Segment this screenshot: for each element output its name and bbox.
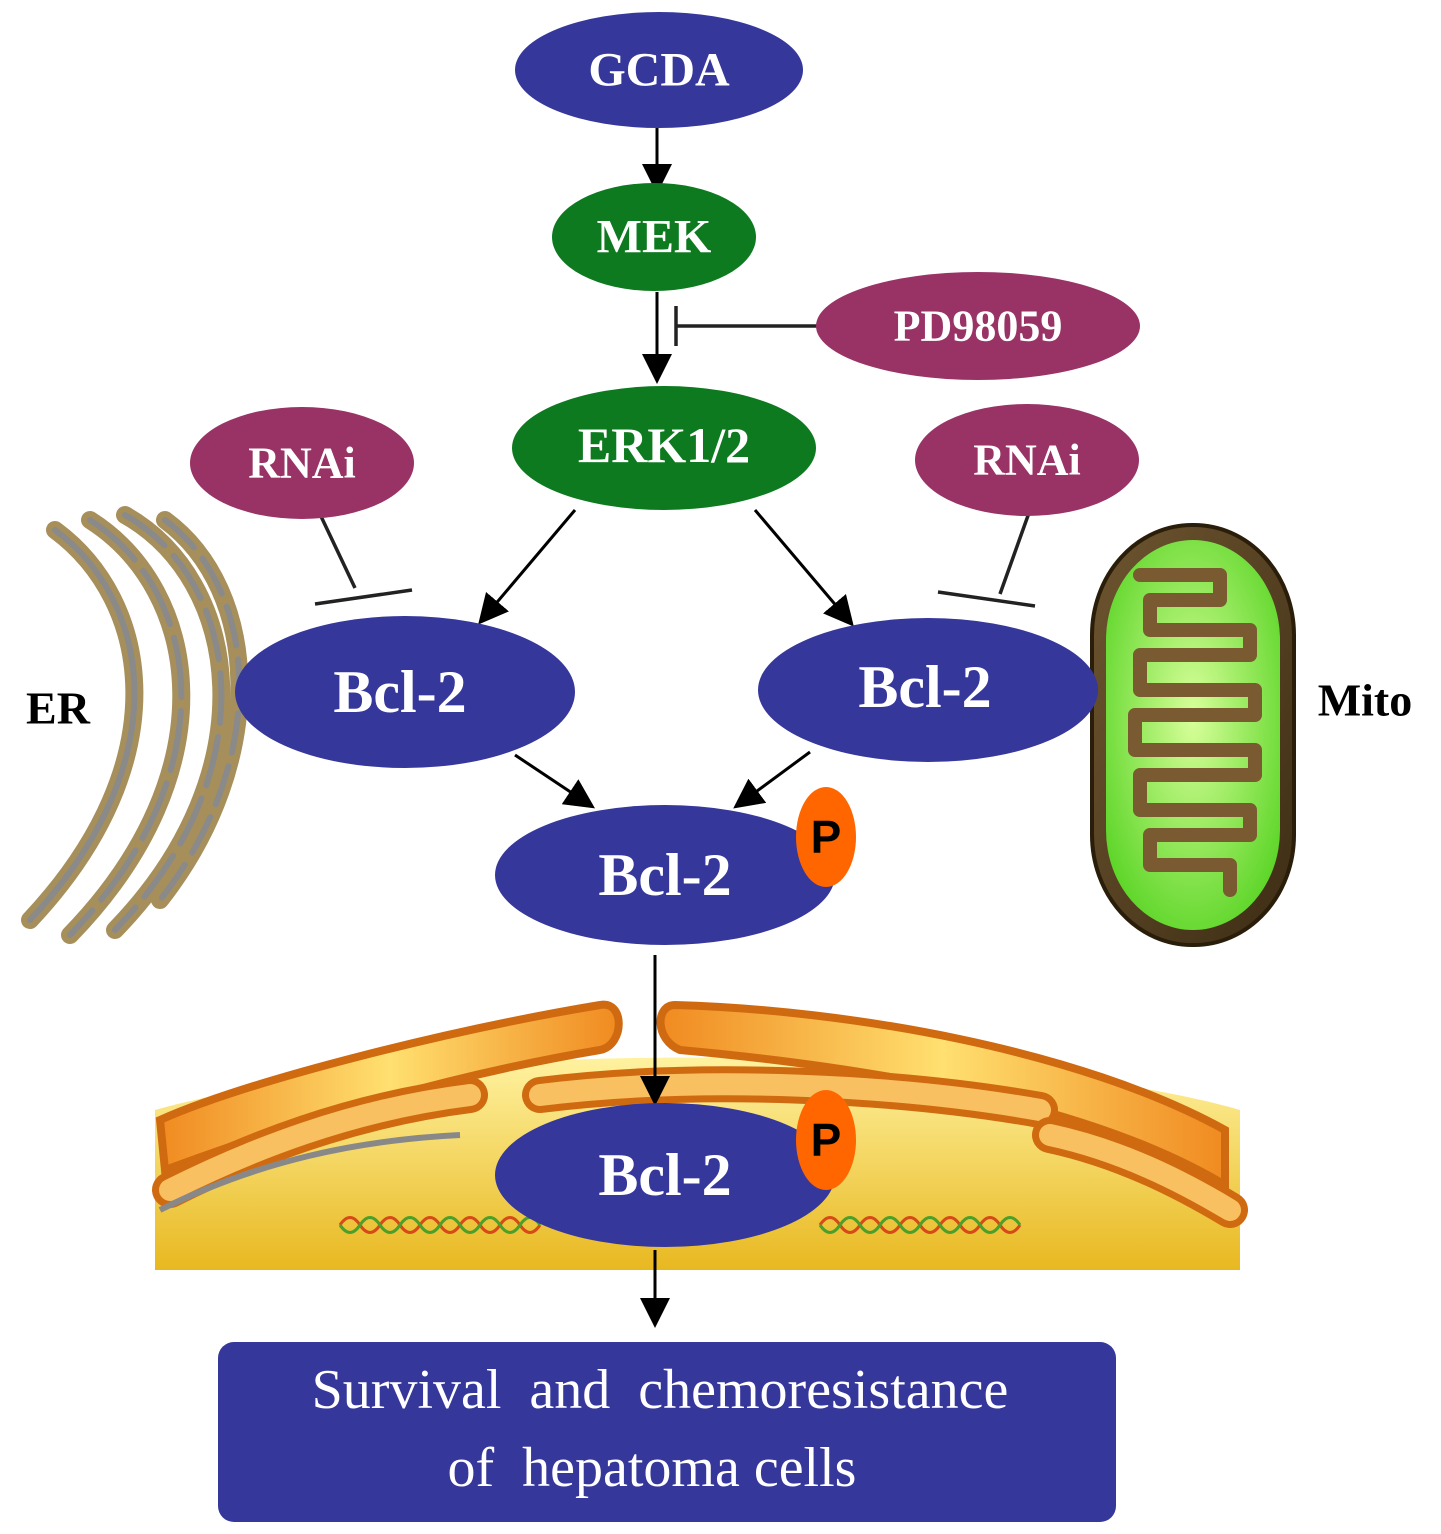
inhibit-line-rnai-left bbox=[316, 509, 357, 589]
node-gcda-label: GCDA bbox=[588, 44, 730, 97]
phospho-badge-2-label: P bbox=[811, 1114, 842, 1166]
er-label: ER bbox=[26, 683, 91, 734]
node-pd98059-label: PD98059 bbox=[894, 302, 1063, 351]
node-rnai-left-label: RNAi bbox=[248, 439, 356, 488]
mitochondrion-organelle bbox=[1090, 523, 1296, 947]
node-bcl2-phospho-label: Bcl-2 bbox=[598, 842, 731, 908]
arrow-erk-to-bcl2-er bbox=[478, 509, 577, 625]
inhibit-bar-rnai-left bbox=[314, 588, 413, 606]
node-mek: MEK bbox=[552, 183, 756, 291]
outcome-box: Survival and chemoresistance of hepatoma… bbox=[218, 1342, 1116, 1522]
node-rnai-right: RNAi bbox=[915, 404, 1139, 516]
node-bcl2-mito-label: Bcl-2 bbox=[858, 654, 991, 720]
inhibit-bar-rnai-right bbox=[937, 590, 1036, 608]
node-mek-label: MEK bbox=[597, 211, 712, 264]
node-bcl2-mito: Bcl-2 bbox=[758, 618, 1098, 762]
node-gcda: GCDA bbox=[515, 12, 803, 128]
inhibit-line-rnai-right bbox=[998, 509, 1032, 595]
node-rnai-left: RNAi bbox=[190, 407, 414, 519]
arrow-bcl2-mito-to-phospho bbox=[733, 750, 811, 809]
node-bcl2-nuclear-label: Bcl-2 bbox=[598, 1142, 731, 1208]
phospho-badge-1 bbox=[796, 787, 856, 887]
node-erk-label: ERK1/2 bbox=[578, 417, 750, 473]
outcome-line-2: of hepatoma cells bbox=[448, 1437, 857, 1499]
arrow-erk-to-bcl2-mito bbox=[753, 509, 854, 627]
mito-label: Mito bbox=[1318, 675, 1413, 726]
node-bcl2-er-label: Bcl-2 bbox=[333, 659, 466, 725]
node-bcl2-er: Bcl-2 bbox=[235, 616, 575, 768]
phospho-badge-1-label: P bbox=[811, 811, 842, 863]
arrow-bcl2-er-to-phospho bbox=[514, 753, 595, 809]
node-bcl2-nuclear: Bcl-2 P bbox=[495, 1090, 856, 1247]
node-erk: ERK1/2 bbox=[512, 386, 816, 510]
phospho-badge-2 bbox=[796, 1090, 856, 1190]
node-rnai-right-label: RNAi bbox=[973, 436, 1081, 485]
node-pd98059: PD98059 bbox=[816, 272, 1140, 380]
outcome-line-1: Survival and chemoresistance bbox=[312, 1359, 1009, 1421]
node-bcl2-phospho: Bcl-2 P bbox=[495, 787, 856, 945]
pathway-arrows bbox=[478, 128, 854, 1328]
inhibition-lines bbox=[314, 306, 1036, 608]
